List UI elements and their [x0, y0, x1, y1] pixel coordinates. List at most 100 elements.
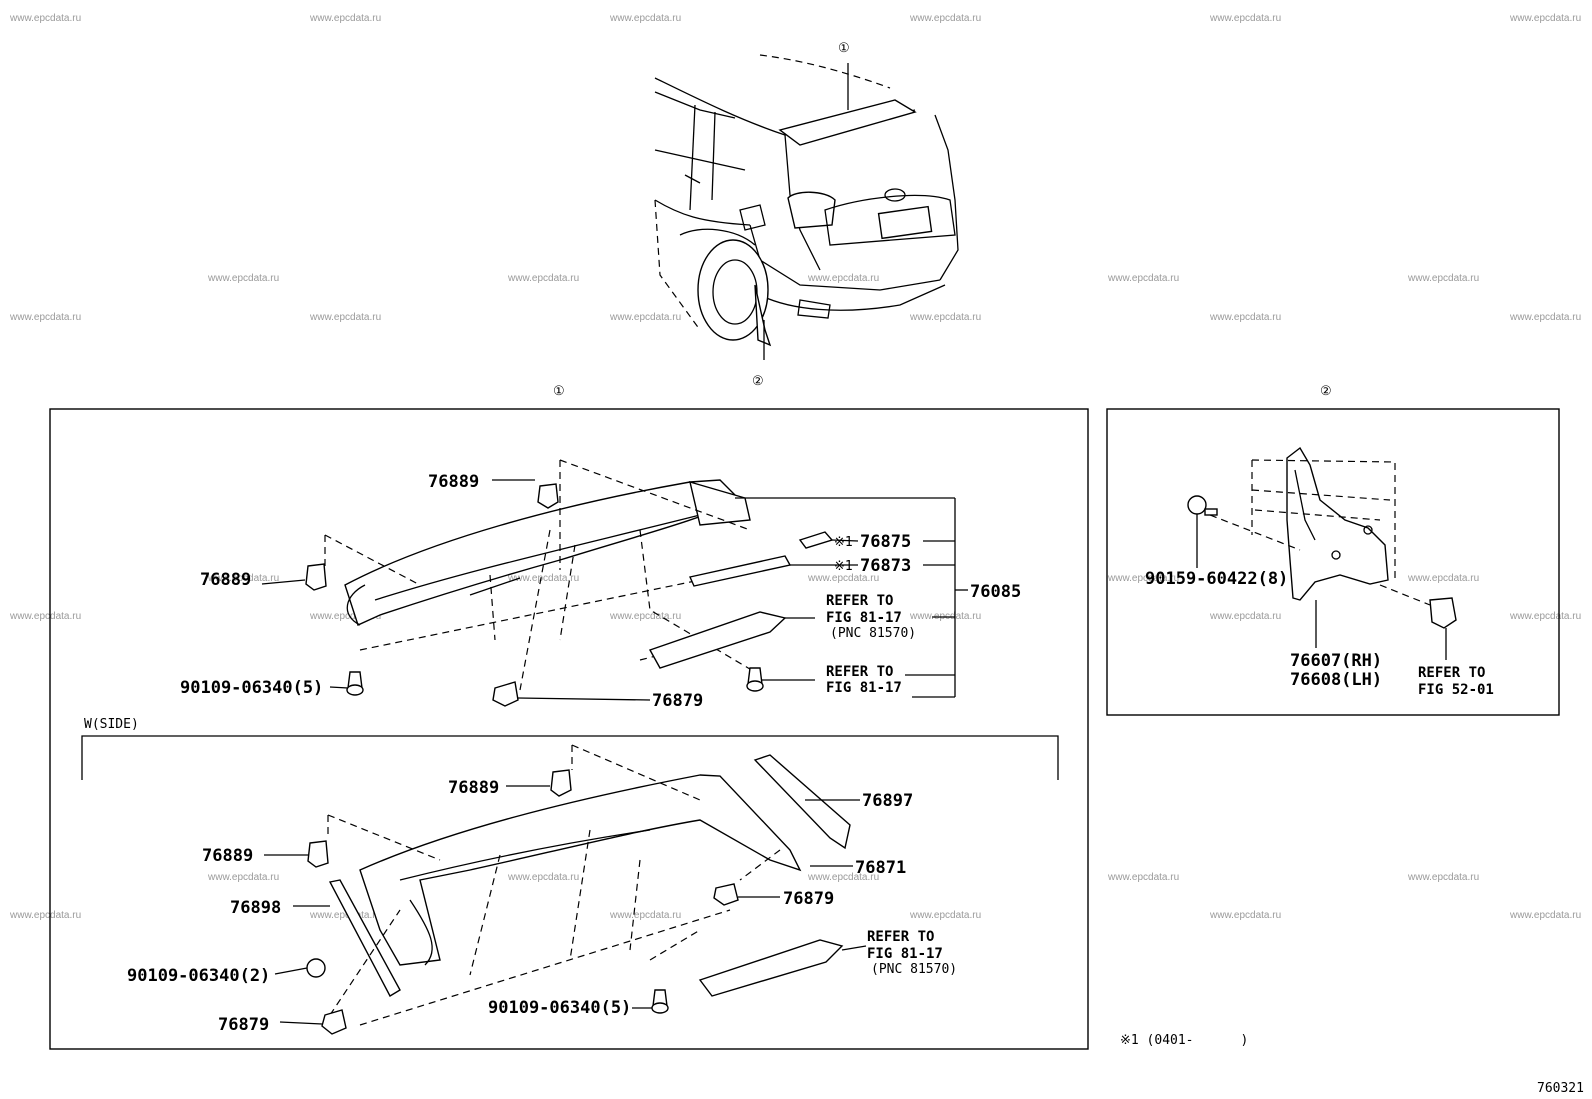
watermark: www.epcdata.ru [9, 611, 81, 622]
watermark: www.epcdata.ru [507, 872, 579, 883]
watermark: www.epcdata.ru [1407, 273, 1479, 284]
part-number-76879: 76879 [218, 1015, 269, 1035]
dashed-assembly-lines-lower [327, 744, 781, 1026]
part-number-90109-06340: 90109-06340(2) [127, 966, 270, 986]
part-number-90109-06340: 90109-06340(5) [488, 998, 631, 1018]
watermark: www.epcdata.ru [1107, 872, 1179, 883]
watermark: www.epcdata.ru [1509, 611, 1581, 622]
part-number-76889: 76889 [448, 778, 499, 798]
watermark: www.epcdata.ru [807, 273, 879, 284]
part-number-76871: 76871 [855, 858, 906, 878]
watermark: www.epcdata.ru [1509, 13, 1581, 24]
watermark: www.epcdata.ru [207, 273, 279, 284]
leader-lines-upper [261, 479, 968, 701]
part-number-76608: 76608(LH) [1290, 670, 1382, 690]
watermark: www.epcdata.ru [909, 13, 981, 24]
screw-shank-icon [1204, 508, 1218, 516]
footnote: ※1 (0401- ) [1120, 1033, 1248, 1048]
refer-note: REFER TO [1418, 665, 1485, 681]
watermark: www.epcdata.ru [9, 910, 81, 921]
refer-note: (PNC 81570) [830, 626, 916, 641]
stop-lamp-icon [698, 939, 844, 997]
watermark: www.epcdata.ru [1407, 573, 1479, 584]
watermark: www.epcdata.ru [1509, 312, 1581, 323]
mudguard-illustration [1286, 446, 1389, 601]
watermark: www.epcdata.ru [507, 573, 579, 584]
bolt-icon [306, 958, 326, 978]
refer-note: REFER TO [867, 929, 934, 945]
clip-76889-icon [537, 483, 559, 509]
refer-note: REFER TO [826, 664, 893, 680]
watermark: www.epcdata.ru [807, 573, 879, 584]
leader-lines-mudguard [1196, 514, 1447, 660]
watermark: www.epcdata.ru [609, 910, 681, 921]
watermark: www.epcdata.ru [1209, 13, 1281, 24]
watermark: www.epcdata.ru [1209, 910, 1281, 921]
bolt-head-icon [746, 680, 764, 692]
note-mark: ※1 [834, 559, 853, 574]
part-number-76879: 76879 [783, 889, 834, 909]
strip-76873-icon [689, 555, 792, 587]
part-number-90109-06340: 90109-06340(5) [180, 678, 323, 698]
watermark: www.epcdata.ru [9, 13, 81, 24]
callout-one-top: ① [838, 41, 850, 56]
watermark: www.epcdata.ru [609, 611, 681, 622]
part-number-76889: 76889 [428, 472, 479, 492]
bolt-head-icon [651, 1002, 669, 1014]
grommet-76879-icon [492, 681, 519, 707]
strip-76875-icon [798, 531, 834, 549]
part-number-76898: 76898 [230, 898, 281, 918]
part-number-76879: 76879 [652, 691, 703, 711]
dashed-assembly-lines-mudguard [1209, 459, 1431, 606]
watermark: www.epcdata.ru [609, 13, 681, 24]
clip-76889-icon [307, 840, 329, 868]
refer-note: FIG 81-17 [826, 610, 902, 626]
figure-number: 760321 [1537, 1081, 1584, 1096]
refer-note: FIG 81-17 [867, 946, 943, 962]
watermark: www.epcdata.ru [1509, 910, 1581, 921]
watermark-layer: www.epcdata.ru www.epcdata.ru www.epcdat… [9, 13, 1581, 921]
watermark: www.epcdata.ru [1209, 312, 1281, 323]
refer-note: REFER TO [826, 593, 893, 609]
watermark: www.epcdata.ru [1107, 573, 1179, 584]
section-two-frame [1106, 408, 1560, 716]
part-number-76607: 76607(RH) [1290, 651, 1382, 671]
watermark: www.epcdata.ru [609, 312, 681, 323]
watermark: www.epcdata.ru [309, 13, 381, 24]
grommet-76879-icon [321, 1009, 347, 1035]
part-number-76897: 76897 [862, 791, 913, 811]
callout-two-top: ② [752, 374, 764, 389]
watermark: www.epcdata.ru [309, 611, 381, 622]
clip-76889-icon [305, 563, 327, 591]
refer-note: FIG 52-01 [1418, 682, 1494, 698]
side-variant-header: W(SIDE) [84, 717, 139, 732]
watermark: www.epcdata.ru [1407, 872, 1479, 883]
leader-lines-lower [264, 785, 867, 1025]
refer-note: FIG 81-17 [826, 680, 902, 696]
rear-spoiler-illustration [344, 479, 751, 626]
callout-two-section: ② [1320, 384, 1332, 399]
part-number-90159-60422: 90159-60422(8) [1145, 569, 1288, 589]
part-number-76889: 76889 [200, 570, 251, 590]
bolt-head-icon [346, 684, 364, 696]
note-mark: ※1 [834, 535, 853, 550]
nut-clip-icon [1429, 597, 1457, 629]
watermark: www.epcdata.ru [309, 910, 381, 921]
clip-76889-icon [550, 769, 572, 797]
part-number-76085: 76085 [970, 582, 1021, 602]
watermark: www.epcdata.ru [207, 573, 279, 584]
grommet-76879-icon [713, 883, 739, 906]
screw-icon [1187, 495, 1207, 515]
section-one-frame [49, 408, 1089, 1050]
watermark: www.epcdata.ru [507, 273, 579, 284]
watermark: www.epcdata.ru [909, 910, 981, 921]
watermark: www.epcdata.ru [309, 312, 381, 323]
watermark: www.epcdata.ru [9, 312, 81, 323]
stop-lamp-icon [648, 611, 787, 669]
watermark: www.epcdata.ru [909, 312, 981, 323]
watermark: www.epcdata.ru [1209, 611, 1281, 622]
part-number-76889: 76889 [202, 846, 253, 866]
refer-note: (PNC 81570) [871, 962, 957, 977]
side-variant-bracket [81, 735, 1059, 780]
